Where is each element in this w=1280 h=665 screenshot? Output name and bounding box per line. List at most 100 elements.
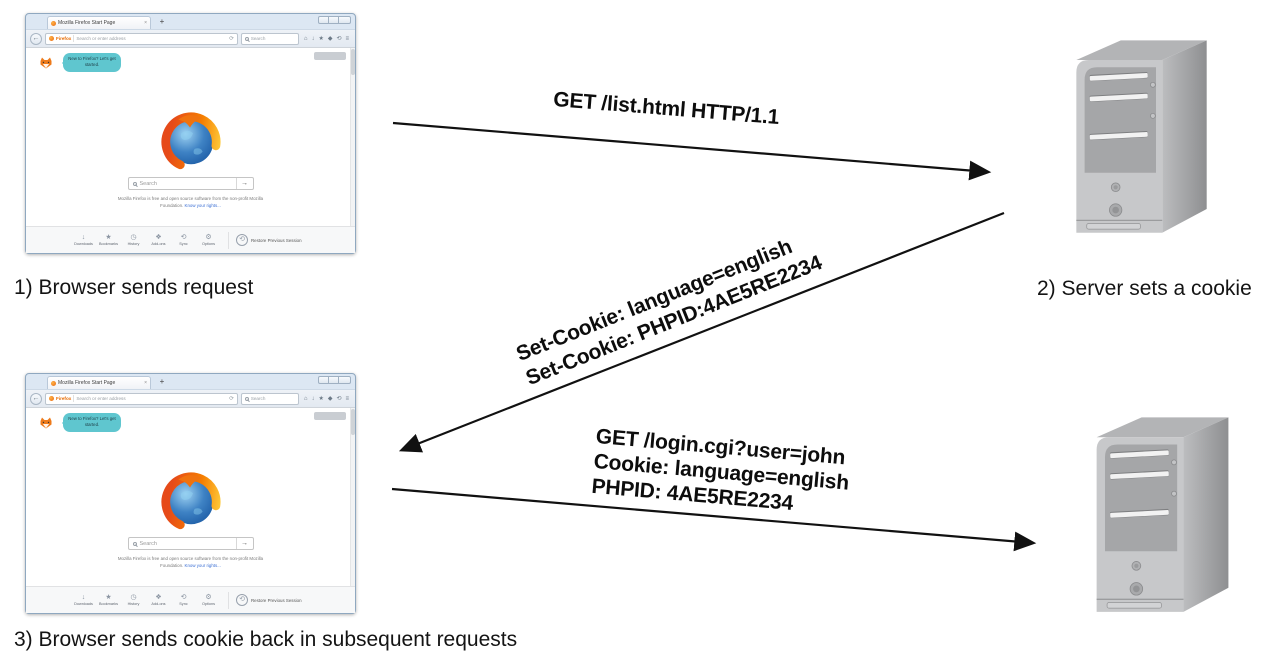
- step2-label: 2) Server sets a cookie: [1037, 277, 1252, 300]
- sync-icon[interactable]: ⟲: [336, 35, 342, 42]
- options-shortcut[interactable]: ⚙ Options: [201, 594, 216, 606]
- divider: [228, 231, 229, 249]
- site-identity-icon: [49, 36, 54, 41]
- url-placeholder: Search or enter address: [76, 36, 126, 41]
- page-search-box[interactable]: Search →: [127, 537, 254, 550]
- sync-icon[interactable]: ⟲: [336, 395, 342, 402]
- addons-icon: ❖: [155, 594, 162, 601]
- addons-shortcut[interactable]: ❖ Add-ons: [151, 234, 166, 246]
- start-page-toolbar: ↓ Downloads ★ Bookmarks ◷ History ❖ Add-…: [26, 226, 355, 253]
- reload-icon[interactable]: ⟳: [229, 395, 234, 402]
- page-search-placeholder: Search: [139, 540, 157, 547]
- downloads-icon[interactable]: ↓: [311, 35, 315, 42]
- request2-text: GET /login.cgi?user=john Cookie: languag…: [591, 424, 852, 521]
- search-go-arrow-icon[interactable]: →: [235, 178, 253, 189]
- sync-shortcut[interactable]: ⟲ Sync: [179, 594, 188, 606]
- firefox-favicon-icon: [51, 380, 56, 386]
- browser-window-2: Mozilla Firefox Start Page × + ← Firefox…: [25, 373, 356, 614]
- tab-close-icon[interactable]: ×: [144, 20, 147, 26]
- window-controls: [318, 16, 351, 24]
- home-icon[interactable]: ⌂: [303, 35, 308, 42]
- history-icon: ◷: [130, 234, 137, 241]
- search-icon: [132, 541, 137, 546]
- window-controls: [318, 376, 351, 384]
- mozilla-footer-text: Mozilla Firefox is free and open source …: [26, 196, 355, 210]
- options-shortcut[interactable]: ⚙ Options: [201, 234, 216, 246]
- start-page-content: New to Firefox? Let's get started. Searc…: [26, 408, 355, 586]
- bookmarks-icon: ★: [105, 594, 112, 601]
- addons-shortcut[interactable]: ❖ Add-ons: [151, 594, 166, 606]
- downloads-shortcut[interactable]: ↓ Downloads: [74, 594, 93, 606]
- tab-close-icon[interactable]: ×: [144, 380, 147, 386]
- bookmarks-shortcut[interactable]: ★ Bookmarks: [99, 234, 118, 246]
- menu-icon[interactable]: ≡: [345, 395, 349, 402]
- reload-icon[interactable]: ⟳: [229, 35, 234, 42]
- footer-line1: Mozilla Firefox is free and open source …: [117, 196, 264, 201]
- home-icon[interactable]: ⌂: [303, 395, 308, 402]
- downloads-icon[interactable]: ↓: [311, 395, 315, 402]
- site-identity-icon: [49, 396, 54, 401]
- scrollbar[interactable]: [350, 48, 355, 226]
- start-page-toolbar: ↓ Downloads ★ Bookmarks ◷ History ❖ Add-…: [26, 586, 355, 613]
- back-button[interactable]: ←: [30, 32, 42, 45]
- know-your-rights-link[interactable]: Know your rights...: [184, 562, 221, 568]
- firefox-brand-label: Firefox: [56, 36, 72, 41]
- title-bar: Mozilla Firefox Start Page × +: [26, 14, 355, 29]
- bookmark-star-icon[interactable]: ★: [318, 395, 324, 402]
- new-tab-button[interactable]: +: [159, 377, 165, 386]
- start-page-content: New to Firefox? Let's get started. Searc…: [26, 48, 355, 226]
- footer-line2: Foundation.: [160, 562, 185, 568]
- sync-shortcut[interactable]: ⟲ Sync: [179, 234, 188, 246]
- bookmarks-icon: ★: [105, 234, 112, 241]
- server-tower-icon: [1076, 40, 1207, 233]
- new-tab-button[interactable]: +: [159, 17, 165, 26]
- options-icon: ⚙: [205, 234, 212, 241]
- page-search-placeholder: Search: [139, 180, 157, 187]
- url-bar[interactable]: Firefox Search or enter address ⟳: [45, 32, 238, 45]
- shield-icon[interactable]: ◆: [327, 395, 333, 402]
- get-started-bubble[interactable]: New to Firefox? Let's get started.: [62, 53, 121, 72]
- firefox-logo: [160, 112, 221, 172]
- search-bar[interactable]: Search: [240, 392, 299, 405]
- browser-tab[interactable]: Mozilla Firefox Start Page ×: [47, 16, 151, 29]
- fox-doodle-icon: [40, 57, 52, 69]
- step1-label: 1) Browser sends request: [14, 276, 254, 299]
- divider: [73, 395, 75, 402]
- restore-session-button[interactable]: ⟲ Restore Previous Session: [236, 234, 302, 246]
- scrollbar-thumb[interactable]: [351, 409, 355, 435]
- close-button[interactable]: [338, 16, 351, 24]
- tab-title: Mozilla Firefox Start Page: [58, 380, 116, 386]
- bookmarks-shortcut[interactable]: ★ Bookmarks: [99, 594, 118, 606]
- firefox-brand-label: Firefox: [56, 396, 72, 401]
- sync-icon: ⟲: [180, 594, 187, 601]
- search-go-arrow-icon[interactable]: →: [235, 538, 253, 549]
- fox-doodle-icon: [40, 417, 52, 429]
- tab-title: Mozilla Firefox Start Page: [58, 20, 116, 26]
- search-bar[interactable]: Search: [240, 32, 299, 45]
- close-button[interactable]: [338, 376, 351, 384]
- shield-icon[interactable]: ◆: [327, 35, 333, 42]
- bookmark-star-icon[interactable]: ★: [318, 35, 324, 42]
- addons-icon: ❖: [155, 234, 162, 241]
- url-bar[interactable]: Firefox Search or enter address ⟳: [45, 392, 238, 405]
- scrollbar[interactable]: [350, 408, 355, 586]
- history-shortcut[interactable]: ◷ History: [127, 234, 140, 246]
- browser-window-1: Mozilla Firefox Start Page × + ← Firefox…: [25, 13, 356, 254]
- back-button[interactable]: ←: [30, 392, 42, 405]
- scrollbar-thumb[interactable]: [351, 49, 355, 75]
- set-cookie-text: Set-Cookie: language=english Set-Cookie:…: [513, 226, 826, 392]
- downloads-shortcut[interactable]: ↓ Downloads: [74, 234, 93, 246]
- arrow-request1: [392, 121, 992, 181]
- menu-icon[interactable]: ≡: [345, 35, 349, 42]
- title-bar: Mozilla Firefox Start Page × +: [26, 374, 355, 389]
- history-shortcut[interactable]: ◷ History: [127, 594, 140, 606]
- browser-tab[interactable]: Mozilla Firefox Start Page ×: [47, 376, 151, 389]
- get-started-bubble[interactable]: New to Firefox? Let's get started.: [62, 413, 121, 432]
- page-search-box[interactable]: Search →: [127, 177, 254, 190]
- know-your-rights-link[interactable]: Know your rights...: [184, 202, 221, 208]
- restore-session-button[interactable]: ⟲ Restore Previous Session: [236, 594, 302, 606]
- downloads-icon: ↓: [81, 234, 86, 241]
- search-placeholder: Search: [250, 36, 266, 41]
- server-tower-icon: [1096, 417, 1229, 612]
